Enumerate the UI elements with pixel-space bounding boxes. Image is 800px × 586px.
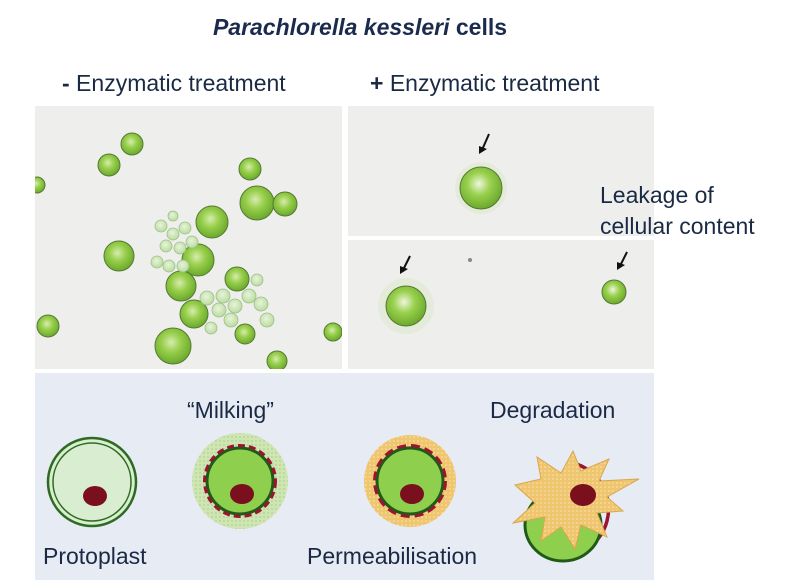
figure-title: Parachlorella kessleri cells xyxy=(0,14,720,41)
plus-sign: + xyxy=(370,70,384,96)
plus-treatment-label: + Enzymatic treatment xyxy=(370,70,599,97)
plus-treatment-text: Enzymatic treatment xyxy=(383,70,600,96)
leakage-label-line1: Leakage of xyxy=(600,182,714,208)
protoplast-label: Protoplast xyxy=(43,543,147,569)
leakage-label-line2: cellular content xyxy=(600,213,755,239)
cell-disruption-diagram-panel: “Milking” Degradation Protoplast Permeab… xyxy=(35,373,654,580)
species-name: Parachlorella kessleri xyxy=(212,14,450,40)
permeabilisation-label: Permeabilisation xyxy=(307,543,478,569)
untreated-cells-micrograph xyxy=(35,106,342,369)
arrow-icon xyxy=(481,133,490,151)
milking-cell-diagram xyxy=(192,433,288,529)
protoplast-cell-diagram xyxy=(46,436,138,528)
minus-sign: - xyxy=(62,70,70,96)
minus-treatment-text: Enzymatic treatment xyxy=(69,70,286,96)
degradation-label: Degradation xyxy=(490,397,616,423)
degradation-cell-diagram xyxy=(511,449,640,563)
treated-cells-micrograph-bottom xyxy=(348,240,654,369)
minus-treatment-label: - Enzymatic treatment xyxy=(62,70,286,97)
milking-label: “Milking” xyxy=(187,397,274,423)
leakage-label: Leakage of cellular content xyxy=(600,180,755,242)
treated-cell-micrograph-top xyxy=(348,106,654,236)
permeabilisation-cell-diagram xyxy=(364,435,456,527)
title-suffix: cells xyxy=(449,14,508,40)
